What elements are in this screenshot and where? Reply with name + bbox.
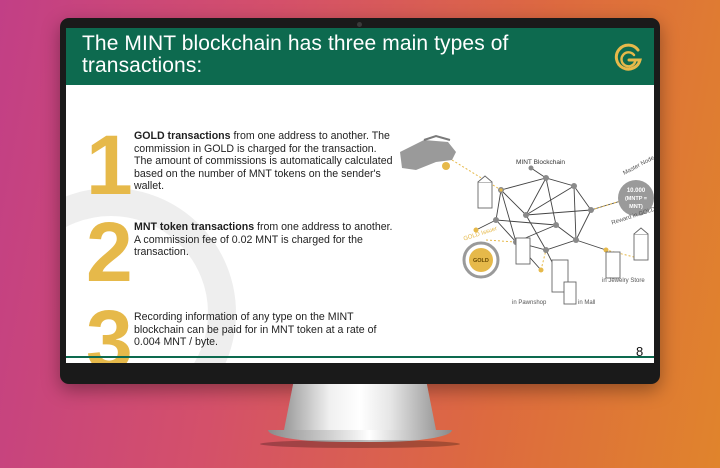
gold-issuer-label: GOLD Issuer [463, 226, 498, 243]
item-text-1: GOLD transactions from one address to an… [134, 130, 394, 193]
page-number: 8 [636, 344, 644, 359]
footer-divider [66, 356, 654, 358]
webcam-dot [357, 22, 362, 27]
building-icon [477, 175, 649, 305]
monitor-stand-base [268, 430, 452, 442]
monitor-stand-shadow [260, 440, 460, 448]
diagram-title: MINT Blockchain [516, 159, 565, 166]
gold-nodes [473, 188, 609, 273]
gold-coin-label: GOLD [473, 258, 489, 264]
master-node-top-label: Master Node Gets [622, 149, 654, 177]
label-jewelry-store: in Jewelry Store [602, 278, 645, 284]
master-node-value-2: (MNTP = [625, 196, 647, 202]
item-body-1: from one address to another. The commiss… [134, 130, 393, 193]
item-number-3: 3 [86, 293, 133, 363]
item-bold-2: MNT token transactions [134, 221, 255, 233]
item-text-2: MNT token transactions from one address … [134, 221, 394, 259]
network-nodes [493, 165, 594, 283]
item-body-3: Recording information of any type on the… [134, 311, 377, 349]
slide-header: The MINT blockchain has three main types… [66, 28, 654, 85]
monitor-stand-neck [284, 384, 436, 430]
slide-title: The MINT blockchain has three main types… [82, 32, 509, 77]
label-mall: in Mall [578, 300, 595, 306]
master-node-value-1: 10.000 [627, 188, 646, 194]
item-number-1: 1 [86, 118, 133, 212]
blockchain-diagram: MINT Blockchain [400, 134, 654, 306]
label-pawnshop: in Pawnshop [512, 300, 547, 306]
item-body-2: from one address to another. A commissio… [134, 221, 393, 259]
goldmint-logo-icon [614, 43, 642, 71]
item-text-3: Recording information of any type on the… [134, 311, 399, 349]
master-node-value-3: MNT) [629, 204, 643, 210]
gold-issuer-coin [469, 248, 493, 272]
slide-screen: The MINT blockchain has three main types… [66, 28, 654, 363]
monitor-frame: The MINT blockchain has three main types… [60, 18, 660, 384]
hand-with-coin-icon [400, 134, 456, 170]
item-number-2: 2 [86, 205, 133, 299]
master-node-circle [618, 180, 654, 216]
item-bold-1: GOLD transactions [134, 130, 231, 142]
